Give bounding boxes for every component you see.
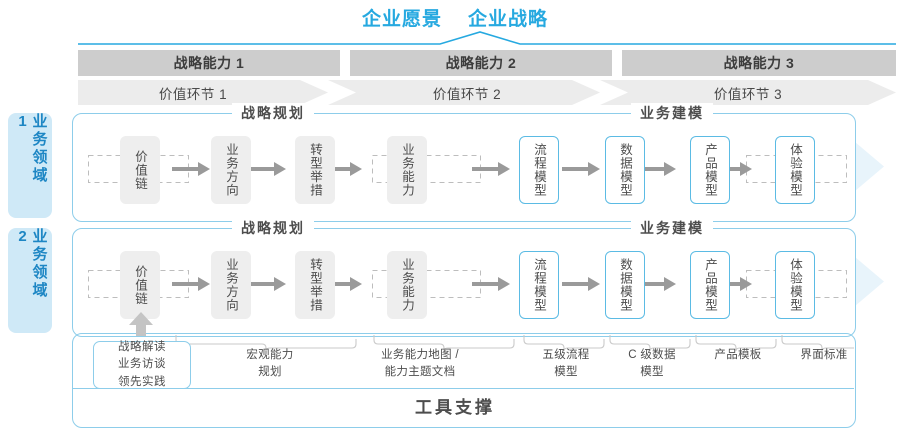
value-chain-cell-2: 价值环节 2 bbox=[356, 80, 578, 105]
node-label: 价值链 bbox=[133, 264, 147, 306]
value-chain-cell-3: 价值环节 3 bbox=[628, 80, 868, 105]
sidebar-item-domain-2[interactable]: 业务领域 2 bbox=[8, 228, 52, 333]
node-label: 产品模型 bbox=[703, 258, 717, 312]
node-label: 体验模型 bbox=[788, 143, 802, 197]
node-business-capability-row2[interactable]: 业务能力 bbox=[387, 251, 427, 319]
tool-ui-standard: 界面标准 bbox=[800, 349, 848, 361]
value-chain-band: 价值环节 1 价值环节 2 价值环节 3 bbox=[78, 80, 896, 105]
node-process-model-row2[interactable]: 流程模型 bbox=[519, 251, 559, 319]
section-label-strategy-planning-row1: 战略规划 bbox=[232, 103, 314, 123]
node-product-model-row2[interactable]: 产品模型 bbox=[690, 251, 730, 319]
node-experience-model-row2[interactable]: 体验模型 bbox=[775, 251, 815, 319]
value-chain-label-1: 价值环节 1 bbox=[158, 86, 228, 102]
title-enterprise-vision: 企业愿景 bbox=[361, 8, 442, 30]
node-experience-model-row1[interactable]: 体验模型 bbox=[775, 136, 815, 204]
node-label: 产品模型 bbox=[703, 143, 717, 197]
tool-c-level-data-model: C 级数据 模型 bbox=[628, 349, 676, 378]
tool-support-divider bbox=[72, 388, 854, 390]
tool-macro-capability-planning: 宏观能力 规划 bbox=[246, 349, 294, 378]
node-label: 体验模型 bbox=[788, 258, 802, 312]
node-label: 流程模型 bbox=[532, 143, 546, 197]
tool-product-template: 产品模板 bbox=[714, 349, 762, 361]
section-label-strategy-planning-row2: 战略规划 bbox=[232, 218, 314, 238]
node-label: 流程模型 bbox=[532, 258, 546, 312]
capability-cell-2: 战略能力 2 bbox=[350, 50, 612, 76]
node-label: 业务方向 bbox=[224, 258, 238, 312]
node-business-direction-row1[interactable]: 业务方向 bbox=[211, 136, 251, 204]
tool-five-level-process-model: 五级流程 模型 bbox=[542, 349, 590, 378]
section-label-business-modeling-row2: 业务建模 bbox=[631, 218, 713, 238]
tool-support-title: 工具支撑 bbox=[415, 398, 495, 417]
node-value-chain-row2[interactable]: 价值链 bbox=[120, 251, 160, 319]
node-data-model-row1[interactable]: 数据模型 bbox=[605, 136, 645, 204]
value-chain-arrow-shapes bbox=[78, 80, 896, 105]
node-transformation-measures-row2[interactable]: 转型举措 bbox=[295, 251, 335, 319]
node-label: 价值链 bbox=[133, 149, 147, 191]
node-label: 业务能力 bbox=[400, 143, 414, 197]
node-label: 业务能力 bbox=[400, 258, 414, 312]
capability-label-1: 战略能力 1 bbox=[173, 55, 245, 71]
node-label: 数据模型 bbox=[618, 258, 632, 312]
value-chain-label-3: 价值环节 3 bbox=[713, 86, 783, 102]
tool-strategy-interpretation[interactable]: 战略解读 业务访谈 领先实践 bbox=[93, 341, 191, 389]
tool-support-panel bbox=[72, 333, 856, 428]
domain-2-label: 业务领域 2 bbox=[14, 228, 48, 300]
row-domain-2 bbox=[72, 228, 856, 337]
node-label: 业务方向 bbox=[224, 143, 238, 197]
node-label: 数据模型 bbox=[618, 143, 632, 197]
capability-label-3: 战略能力 3 bbox=[723, 55, 795, 71]
node-transformation-measures-row1[interactable]: 转型举措 bbox=[295, 136, 335, 204]
capability-label-2: 战略能力 2 bbox=[445, 55, 517, 71]
capability-cell-1: 战略能力 1 bbox=[78, 50, 340, 76]
node-process-model-row1[interactable]: 流程模型 bbox=[519, 136, 559, 204]
capability-cell-3: 战略能力 3 bbox=[622, 50, 896, 76]
row-domain-1 bbox=[72, 113, 856, 222]
node-label: 转型举措 bbox=[308, 258, 322, 312]
node-label: 转型举措 bbox=[308, 143, 322, 197]
node-value-chain-row1[interactable]: 价值链 bbox=[120, 136, 160, 204]
section-label-business-modeling-row1: 业务建模 bbox=[631, 103, 713, 123]
tool-capability-map: 业务能力地图 / 能力主题文档 bbox=[381, 349, 459, 378]
node-business-direction-row2[interactable]: 业务方向 bbox=[211, 251, 251, 319]
node-business-capability-row1[interactable]: 业务能力 bbox=[387, 136, 427, 204]
vision-connector-line bbox=[78, 31, 896, 45]
value-chain-cell-1: 价值环节 1 bbox=[78, 80, 308, 105]
top-title-group: 企业愿景 企业战略 bbox=[0, 4, 910, 30]
capability-band: 战略能力 1 战略能力 2 战略能力 3 bbox=[78, 50, 896, 76]
value-chain-label-2: 价值环节 2 bbox=[432, 86, 502, 102]
domain-1-label: 业务领域 1 bbox=[14, 113, 48, 185]
node-product-model-row1[interactable]: 产品模型 bbox=[690, 136, 730, 204]
title-enterprise-strategy: 企业战略 bbox=[468, 8, 549, 30]
node-data-model-row2[interactable]: 数据模型 bbox=[605, 251, 645, 319]
sidebar-item-domain-1[interactable]: 业务领域 1 bbox=[8, 113, 52, 218]
